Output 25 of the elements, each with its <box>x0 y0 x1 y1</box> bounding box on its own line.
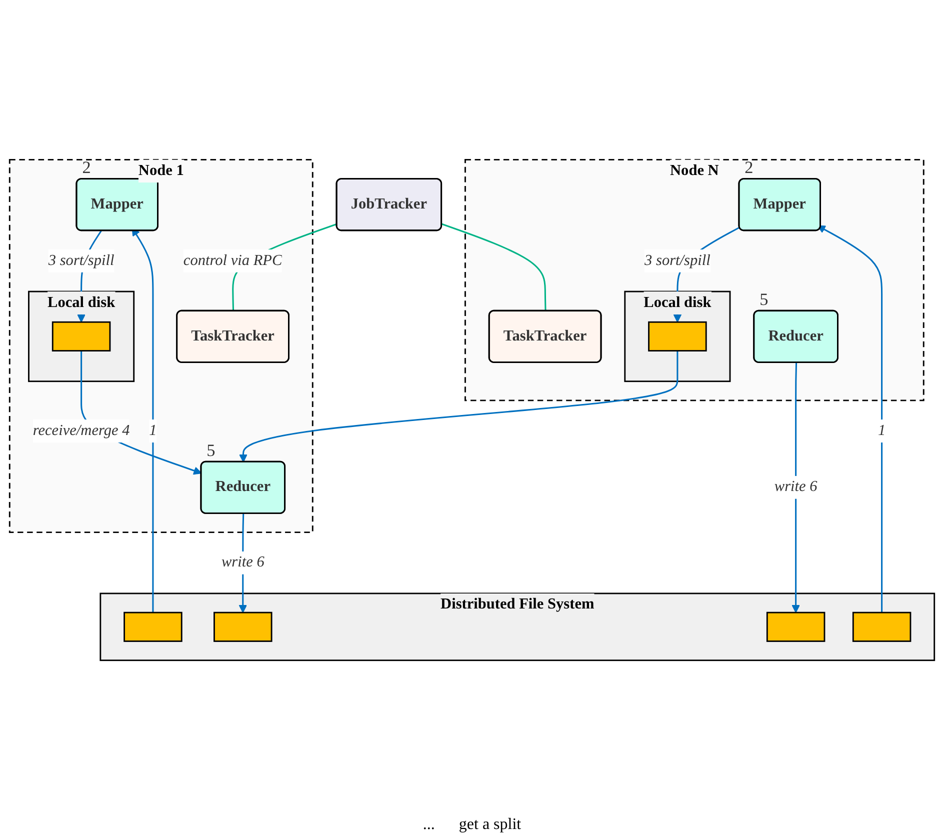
node-box <box>648 321 707 352</box>
arrow <box>80 350 202 475</box>
edge-label: 1 <box>149 422 157 439</box>
edge-label: control via RPC <box>183 252 282 269</box>
step-number: 5 <box>760 290 768 309</box>
arrow <box>792 362 800 613</box>
edge-label: 3 sort/spill <box>644 252 710 269</box>
step-number: 2 <box>744 158 754 178</box>
arrow <box>239 350 678 462</box>
step-number: 2 <box>82 158 91 178</box>
edge-label: write 6 <box>774 478 818 496</box>
step-number: 5 <box>206 440 216 460</box>
arrow <box>817 225 883 613</box>
note-text: get a split <box>458 816 522 834</box>
edge-label: 1 <box>878 422 886 439</box>
node-box <box>214 612 272 642</box>
node-box <box>124 612 182 642</box>
edge-label: write 6 <box>221 554 264 571</box>
edge-label: 3 sort/spill <box>48 252 114 269</box>
edge-label: receive/merge 4 <box>32 422 130 439</box>
node-box <box>852 612 912 642</box>
node-box <box>766 612 826 642</box>
node-box <box>52 321 111 352</box>
note-text: ... <box>422 816 435 834</box>
connector <box>442 223 546 312</box>
